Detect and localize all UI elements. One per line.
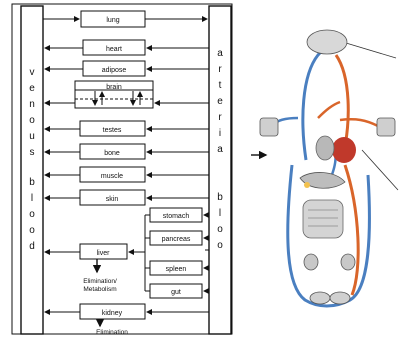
human-circulation-illustration [251, 30, 398, 306]
svg-text:l: l [31, 193, 33, 204]
intestines-illustration [303, 200, 343, 238]
svg-text:o: o [217, 224, 223, 235]
svg-text:n: n [29, 99, 35, 110]
svg-text:d: d [29, 241, 35, 252]
venous-label: v e n o u s b l o o d [29, 67, 35, 252]
kidney-label: kidney [102, 310, 123, 317]
svg-text:e: e [29, 83, 35, 94]
svg-text:i: i [219, 128, 221, 139]
muscle-label: muscle [101, 173, 123, 180]
heart-illustration [332, 137, 356, 163]
liver-metabolism-label: Metabolism [83, 286, 116, 293]
svg-text:e: e [217, 96, 223, 107]
svg-text:s: s [30, 147, 35, 158]
svg-text:b: b [29, 177, 35, 188]
svg-text:l: l [219, 208, 221, 219]
left-schematic: v e n o u s b l o o d a r t e r i a b l … [12, 4, 232, 336]
svg-text:r: r [218, 64, 222, 75]
svg-text:b: b [217, 192, 223, 203]
skin-label: skin [106, 196, 119, 203]
svg-text:t: t [219, 80, 222, 91]
liver-elimination-label: Elimination/ [83, 278, 117, 285]
svg-text:v: v [30, 67, 35, 78]
heart-label: heart [106, 46, 122, 53]
kidney-elimination-label: Elimination [96, 329, 128, 336]
liver-label: liver [97, 250, 111, 257]
brain-illustration [307, 30, 347, 54]
lung-label: lung [106, 17, 119, 24]
svg-text:o: o [29, 209, 35, 220]
svg-text:u: u [29, 131, 35, 142]
arterial-label: a r t e r i a b l o o [217, 48, 223, 251]
svg-text:o: o [29, 225, 35, 236]
svg-text:a: a [217, 48, 223, 59]
stomach-label: stomach [163, 213, 190, 220]
testes-label: testes [103, 127, 122, 134]
svg-text:o: o [29, 115, 35, 126]
bone-label: bone [104, 150, 120, 157]
svg-text:o: o [217, 240, 223, 251]
pointer-line-top [346, 43, 396, 58]
spleen-label: spleen [166, 266, 187, 273]
brain-label: brain [106, 84, 122, 91]
pancreas-label: pancreas [162, 236, 191, 243]
gut-label: gut [171, 289, 181, 296]
adipose-label: adipose [102, 67, 127, 74]
svg-text:r: r [218, 112, 222, 123]
venous-blood-bar [21, 6, 43, 334]
svg-text:a: a [217, 144, 223, 155]
